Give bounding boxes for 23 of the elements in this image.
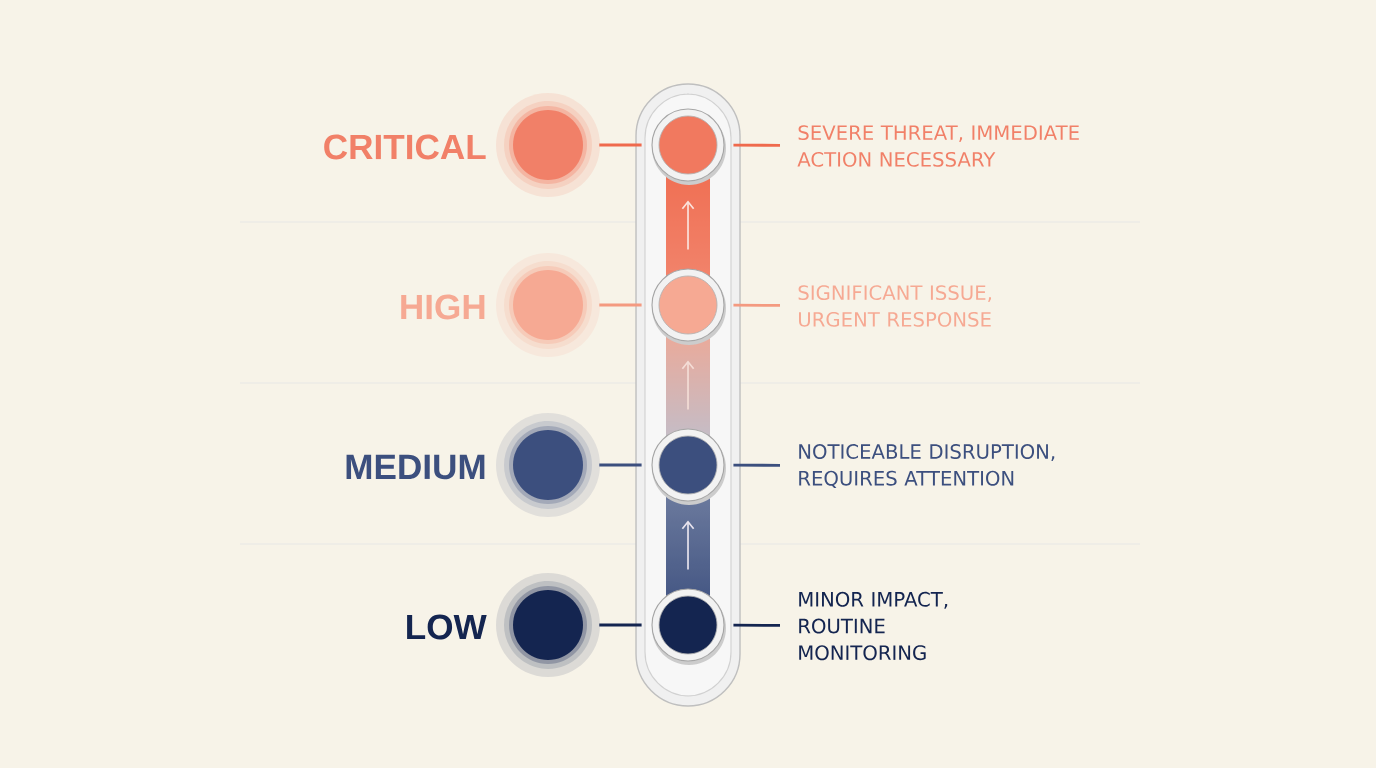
connector-line: [599, 303, 642, 307]
connector-line: [733, 143, 780, 147]
level-label: LOW: [407, 614, 487, 640]
connector-line: [733, 463, 780, 467]
arrow: [681, 520, 695, 571]
level-label: CRITICAL: [324, 134, 486, 160]
description-text: NOTICEABLE DISRUPTION, REQUIRES ATTENTION: [799, 444, 1055, 488]
knob-circle: [651, 108, 726, 185]
arrow: [681, 360, 695, 411]
description-text: SEVERE THREAT, IMMEDIATE ACTION NECESSARY: [797, 125, 1079, 167]
connector-line: [599, 623, 642, 627]
level-label: MEDIUM: [346, 454, 485, 480]
level-label: HIGH: [401, 294, 485, 320]
description-text: MINOR IMPACT, ROUTINE MONITORING: [799, 591, 948, 661]
knob-circle: [651, 268, 726, 345]
connector-line: [733, 303, 780, 307]
connector-line: [599, 143, 642, 147]
connector-line: [733, 623, 780, 627]
connector-line: [599, 463, 642, 467]
knob-circle: [651, 588, 726, 665]
arrow: [681, 200, 695, 251]
knob-circle: [651, 428, 726, 505]
description-text: SIGNIFICANT ISSUE, URGENT RESPONSE: [798, 285, 991, 327]
